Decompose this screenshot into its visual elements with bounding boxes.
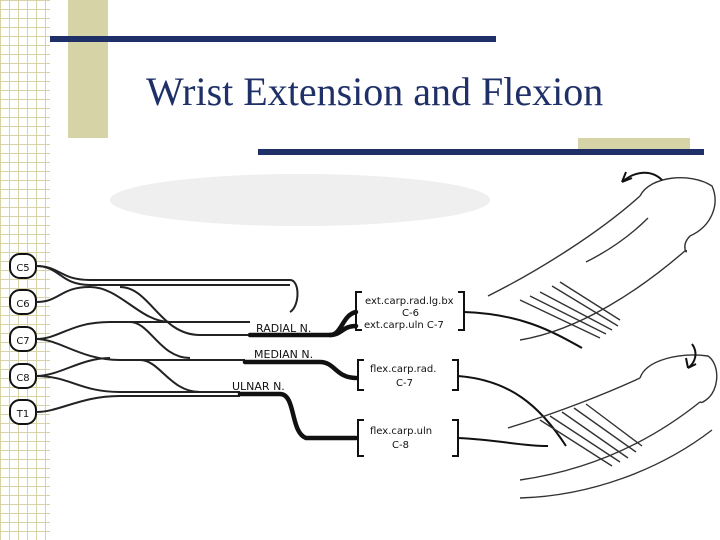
muscle-label-fcu-level: C-8: [392, 440, 409, 451]
root-c6: C6: [9, 289, 37, 315]
muscle-label-fcr-level: C-7: [396, 378, 413, 389]
arm-extension-illustration: [487, 177, 716, 341]
root-label: C7: [16, 336, 29, 347]
root-c8: C8: [9, 363, 37, 389]
root-label: C8: [16, 373, 29, 384]
muscle-label-ecr: ext.carp.rad.lg.bx: [365, 296, 454, 307]
bracket-ecr-ecu: [355, 291, 465, 331]
bracket-fcr: [357, 359, 459, 391]
root-label: C5: [16, 263, 29, 274]
title-rule-top: [50, 36, 496, 42]
decorative-tan-bar: [578, 138, 690, 152]
root-c7: C7: [9, 326, 37, 352]
nerve-label-ulnar: ULNAR N.: [232, 380, 285, 393]
muscle-label-ecr-level: C-6: [402, 308, 419, 319]
decorative-tan-block: [68, 0, 108, 138]
muscle-label-fcu: flex.carp.uln: [370, 426, 432, 437]
title-rule-bottom: [258, 149, 704, 155]
muscle-connectors: [457, 311, 583, 447]
root-label: C6: [16, 299, 29, 310]
muscle-label-ecu: ext.carp.uln C-7: [364, 320, 444, 331]
muscle-label-fcr: flex.carp.rad.: [370, 364, 436, 375]
nerve-label-median: MEDIAN N.: [254, 348, 313, 361]
extension-arrow-icon: [621, 171, 663, 183]
brachial-plexus-diagram: C5 C6 C7 C8 T1: [9, 171, 718, 499]
nerve-trunks: [237, 309, 359, 441]
slide-title: Wrist Extension and Flexion: [146, 69, 604, 114]
arm-flexion-illustration: [507, 354, 718, 499]
nerve-label-radial: RADIAL N.: [256, 322, 311, 335]
root-c5: C5: [9, 253, 37, 279]
root-label: T1: [16, 409, 29, 420]
plexus-branches: [35, 265, 299, 413]
scan-shadow: [110, 174, 490, 226]
flexion-arrow-icon: [685, 343, 697, 369]
root-t1: T1: [9, 399, 37, 425]
